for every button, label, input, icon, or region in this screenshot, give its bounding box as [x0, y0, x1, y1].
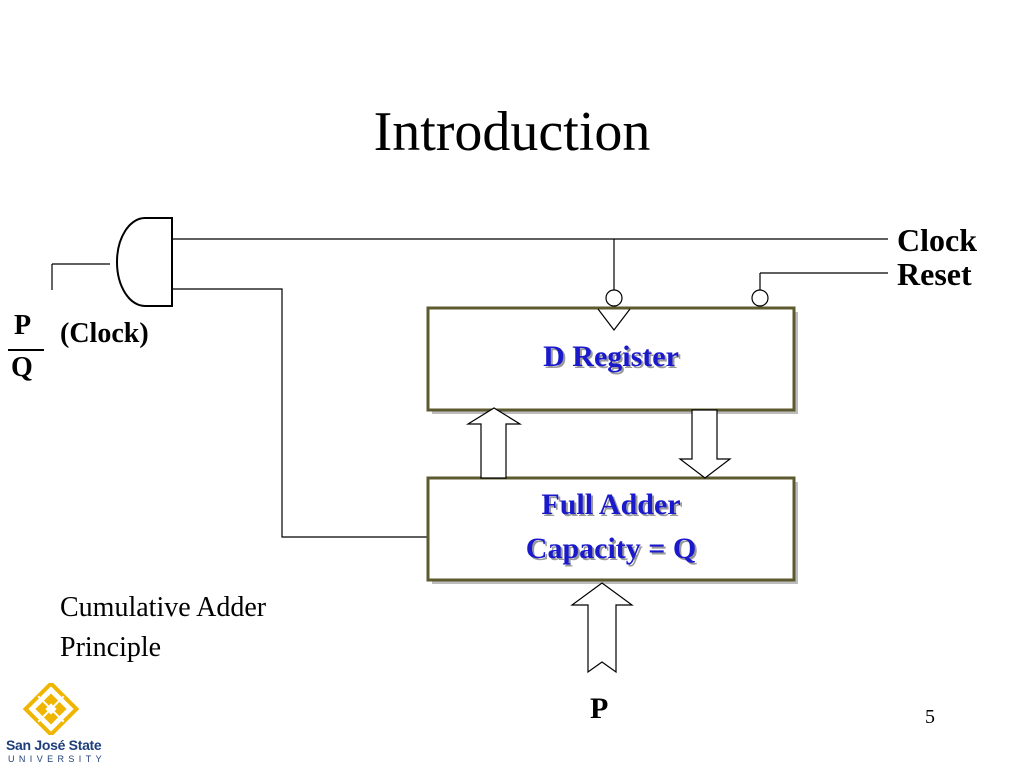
sjsu-logo-icon	[22, 683, 80, 735]
reset-input-bubble	[751, 289, 769, 307]
p-input-label: P	[590, 692, 609, 725]
slide-title: Introduction	[373, 101, 651, 163]
q-denominator-label: Q	[11, 352, 33, 383]
full-adder-box	[426, 476, 796, 582]
page-number: 5	[925, 706, 935, 728]
clock-paren-label: (Clock)	[60, 318, 149, 349]
logo-name: San José State	[6, 737, 102, 753]
overflow-feedback-wire	[172, 288, 428, 538]
and-gate	[116, 217, 173, 307]
caption: Cumulative Adder Principle	[60, 588, 266, 668]
full-adder-capacity-label: Capacity = Q	[525, 532, 697, 565]
clock-label: Clock	[897, 222, 977, 258]
arrow-adder-to-register	[465, 407, 523, 479]
caption-line-1: Cumulative Adder	[60, 592, 267, 623]
arrow-input-p	[570, 582, 634, 674]
caption-line-2: Principle	[60, 632, 162, 663]
d-register-label: D Register	[543, 340, 679, 373]
full-adder-label: Full Adder	[541, 488, 681, 521]
d-register-box	[426, 306, 796, 412]
arrow-register-to-adder	[678, 409, 732, 479]
reset-label: Reset	[897, 256, 972, 292]
clock-input-bubble	[605, 289, 623, 307]
clock-edge-triangle	[597, 308, 631, 331]
logo-university: UNIVERSITY	[8, 754, 107, 764]
p-numerator-label: P	[14, 310, 32, 341]
